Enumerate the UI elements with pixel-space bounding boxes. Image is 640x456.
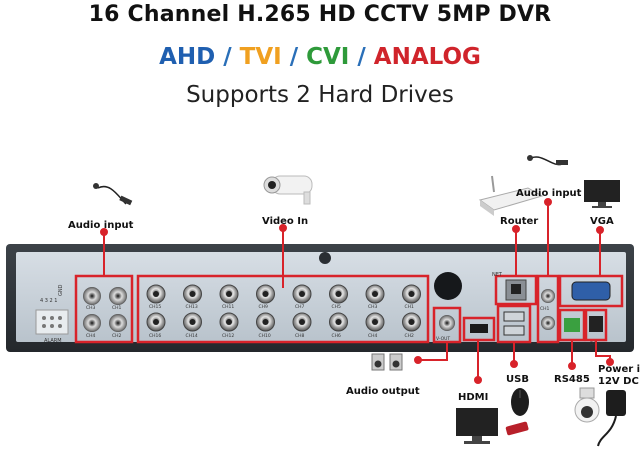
label-audio-output: Audio output (346, 386, 420, 397)
bnc-pin-icon (335, 291, 342, 297)
audio-input-left-ports: CH3 CH1 CH4 CH2 (74, 274, 134, 344)
bnc-pin-icon (226, 291, 232, 297)
label-vga: VGA (590, 216, 614, 227)
video-channel-label: CH8 (295, 333, 305, 339)
subtitle: Supports 2 Hard Drives (186, 82, 454, 108)
bnc-pin-icon (408, 319, 415, 325)
format-cvi: CVI (306, 44, 350, 70)
microphone-right-icon (527, 155, 568, 166)
speaker-icon (371, 353, 403, 371)
label-power-line: 12V DC (598, 376, 639, 387)
usb-ports (496, 304, 532, 344)
bnc-pin-icon (153, 291, 159, 297)
video-channel-label: CH2 (405, 333, 415, 339)
hdmi-monitor-icon (456, 408, 498, 444)
bnc-pin-icon (153, 319, 159, 325)
format-list: AHD / TVI / CVI / ANALOG (0, 44, 640, 70)
alarm-label: ALARM (44, 338, 62, 344)
microphone-left-icon (93, 183, 133, 206)
monitor-icon (584, 180, 620, 208)
fan-vent-icon (434, 272, 462, 300)
video-channel-label: CH14 (186, 333, 198, 339)
page-title: 16 Channel H.265 HD CCTV 5MP DVR (88, 2, 552, 27)
bnc-pin-icon (372, 319, 378, 325)
bnc-pin-icon (262, 291, 269, 297)
format-separator: / (281, 44, 307, 70)
audio-ch1-label: CH1 (112, 305, 122, 311)
label-rs485: RS485 (554, 374, 590, 385)
dc-label: DC (590, 341, 597, 347)
bnc-pin-icon (299, 291, 305, 297)
bnc-pin-icon (408, 291, 415, 297)
label-router: Router (500, 216, 538, 227)
video-channel-label: CH3 (368, 304, 378, 310)
bnc-pin-icon (189, 319, 196, 325)
bnc-pin-icon (372, 291, 378, 297)
format-tvi: TVI (239, 44, 282, 70)
video-channel-label: CH4 (368, 333, 378, 339)
video-channel-label: CH7 (295, 304, 305, 310)
usb-stick-icon (505, 421, 529, 436)
video-channel-label: CH15 (149, 304, 161, 310)
gnd-label: GND (58, 284, 64, 296)
format-separator: / (215, 44, 240, 70)
video-channel-label: CH9 (259, 304, 269, 310)
audio-ch2-label: CH2 (112, 333, 122, 339)
alarm-terminal: 4 3 2 1 GND ALARM (35, 284, 69, 344)
label-audio-input-right: Audio input (516, 188, 582, 199)
mouse-icon (511, 388, 529, 416)
camera-icon (263, 175, 313, 205)
bnc-pin-icon (226, 319, 232, 325)
bnc-pin-icon (299, 319, 305, 325)
screw-icon (319, 252, 331, 264)
power-adapter-icon (597, 390, 626, 447)
video-channel-label: CH11 (222, 304, 234, 310)
router-icon (478, 175, 544, 216)
video-channel-label: CH13 (186, 304, 198, 310)
video-channel-label: CH6 (332, 333, 342, 339)
vga-port (558, 274, 624, 308)
ptz-camera-icon (574, 387, 600, 423)
video-channel-label: CH5 (332, 304, 342, 310)
callout-lines (100, 198, 614, 384)
vout-label: V-OUT (436, 336, 450, 342)
label-usb: USB (506, 374, 529, 385)
audio-ch4-label: CH4 (86, 333, 96, 339)
label-audio-input-left: Audio input (68, 220, 134, 231)
label-power: Power in12V DC (598, 364, 640, 387)
video-channel-label: CH10 (259, 333, 271, 339)
label-video-in: Video In (262, 216, 308, 227)
format-analog: ANALOG (373, 44, 481, 70)
video-channel-label: CH16 (149, 333, 161, 339)
format-ahd: AHD (159, 44, 216, 70)
net-label: NET (492, 272, 503, 278)
audio-ch3-label: CH3 (86, 305, 96, 311)
ch1-label: CH1 (540, 306, 550, 312)
format-separator: / (349, 44, 374, 70)
video-channel-label: CH12 (222, 333, 234, 339)
video-channel-label: CH1 (405, 304, 415, 310)
bnc-pin-icon (189, 291, 196, 297)
alarm-pins-label: 4 3 2 1 (40, 298, 58, 304)
bnc-pin-icon (262, 319, 269, 325)
label-power-line: Power in (598, 364, 640, 375)
bnc-pin-icon (335, 319, 342, 325)
label-hdmi: HDMI (458, 392, 488, 403)
